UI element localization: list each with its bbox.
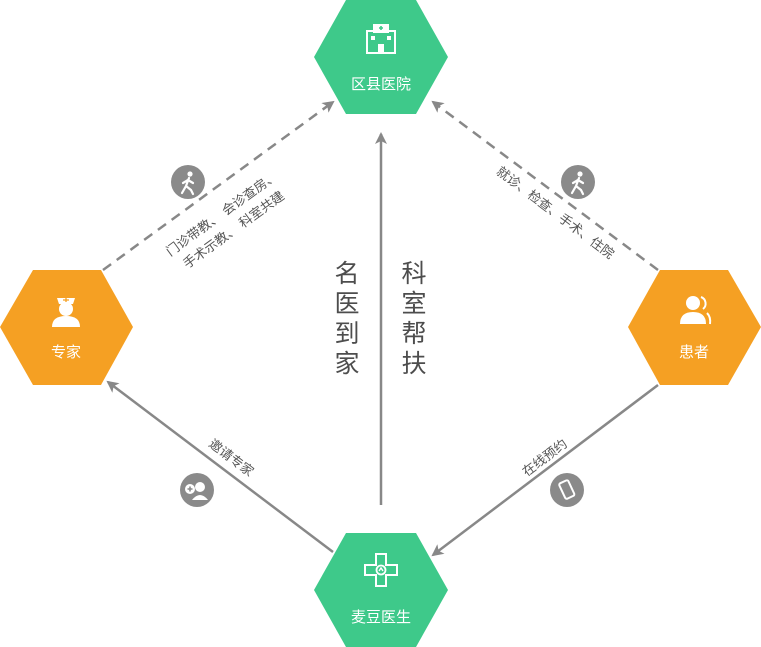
node-label-maidou: 麦豆医生 xyxy=(351,608,411,626)
node-hexagon xyxy=(314,533,448,647)
edge-expert-to-hospital xyxy=(102,100,335,272)
patient-icon xyxy=(680,296,712,325)
node-patient: 患者 xyxy=(628,270,761,385)
node-maidou: 麦豆医生 xyxy=(314,533,448,647)
center-left-char: 名 xyxy=(334,259,359,288)
mobile-phone-icon xyxy=(550,473,584,507)
node-hexagon xyxy=(628,270,761,385)
node-label-hospital: 区县医院 xyxy=(351,75,411,93)
edge-label-patient-hospital: 就诊、检查、手术、住院 xyxy=(493,164,616,262)
walking-person-icon xyxy=(171,165,205,199)
edge-maidou-to-expert xyxy=(106,380,334,553)
center-left-char: 医 xyxy=(334,289,359,318)
medical-cross-icon xyxy=(364,553,398,587)
node-hexagon xyxy=(0,270,133,385)
center-right-char: 室 xyxy=(401,289,426,318)
center-right-char: 帮 xyxy=(401,319,426,348)
edge-label-line: 就诊、检查、手术、住院 xyxy=(493,164,616,262)
walking-person-icon xyxy=(561,165,595,199)
hospital-icon xyxy=(366,24,396,54)
edge-patient-to-hospital xyxy=(431,100,659,272)
node-hospital: 区县医院 xyxy=(314,0,448,114)
center-left-char: 到 xyxy=(334,319,359,348)
center-left-label: 名 医 到 家 xyxy=(334,259,359,378)
center-right-char: 扶 xyxy=(401,349,426,378)
node-label-patient: 患者 xyxy=(679,343,709,361)
center-right-char: 科 xyxy=(401,259,426,288)
node-hexagon xyxy=(314,0,448,114)
center-right-label: 科 室 帮 扶 xyxy=(401,259,426,378)
center-left-char: 家 xyxy=(334,349,359,378)
edge-patient-to-maidou xyxy=(431,384,659,557)
node-label-expert: 专家 xyxy=(51,343,81,361)
node-expert: 专家 xyxy=(0,270,133,385)
add-user-icon xyxy=(180,473,214,507)
doctor-icon xyxy=(52,298,80,327)
